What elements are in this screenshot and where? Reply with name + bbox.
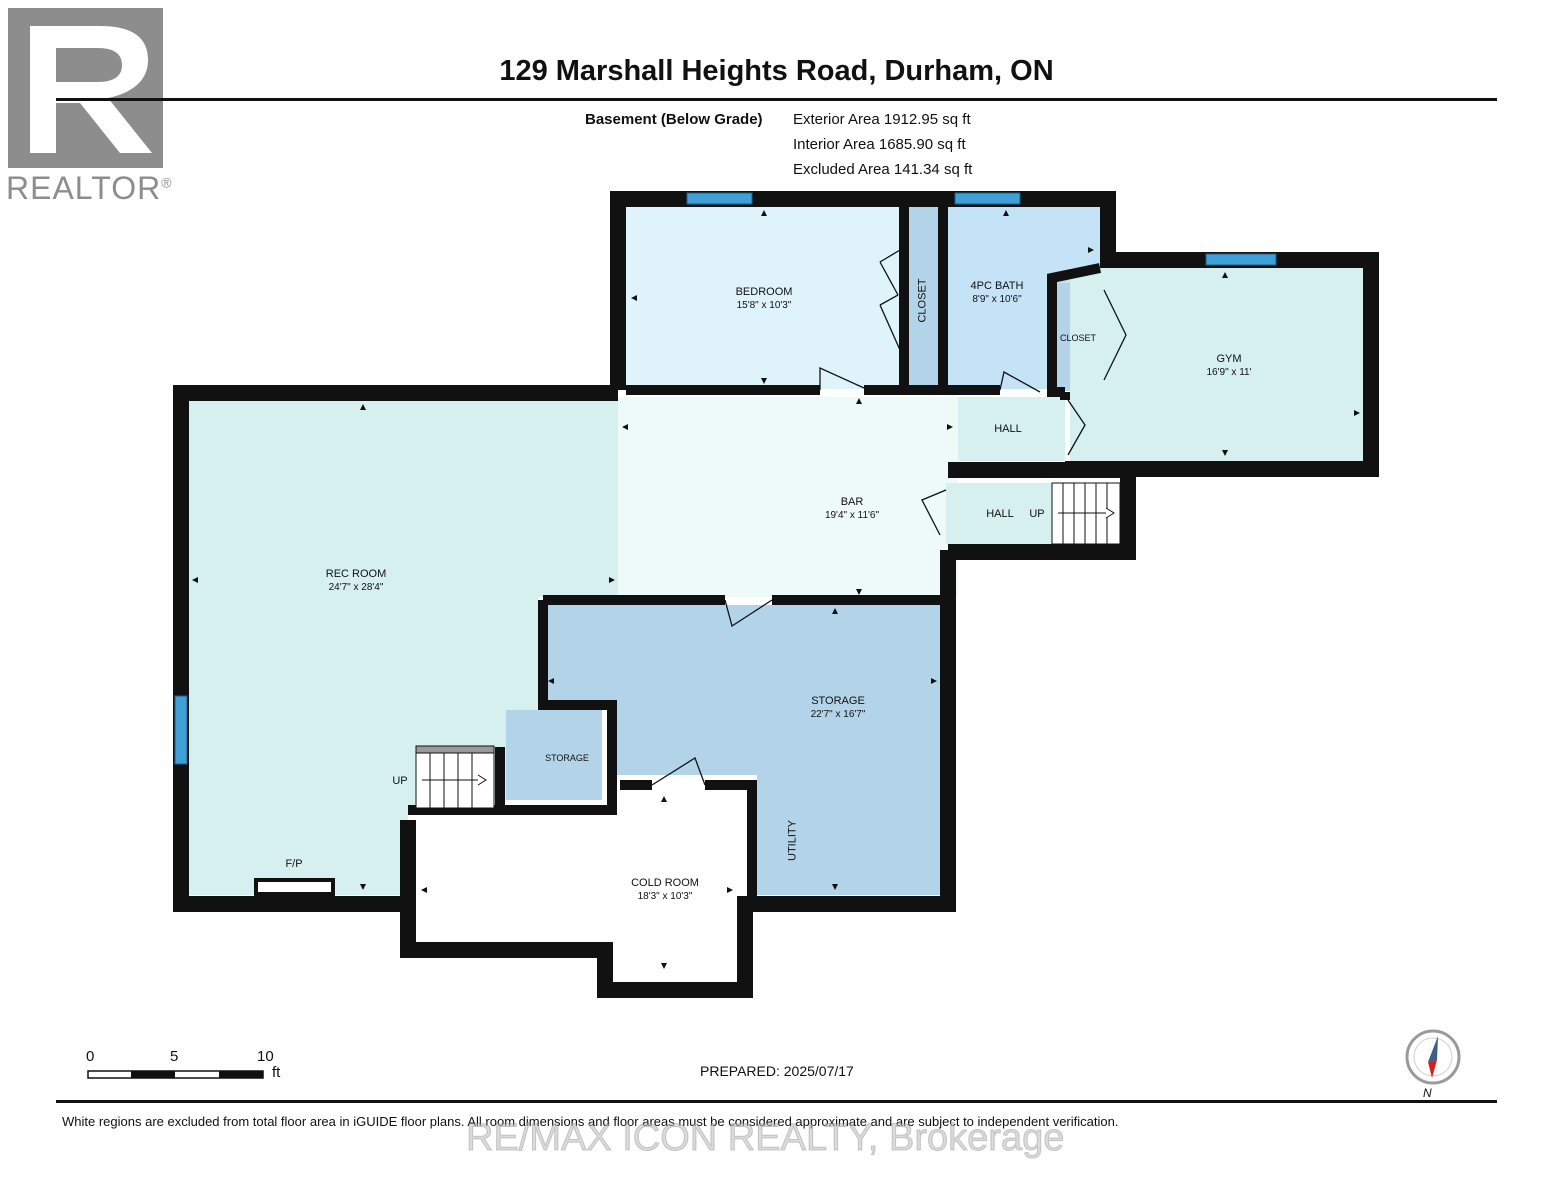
small-storage-fill (506, 710, 602, 807)
bedroom-fill (626, 207, 908, 389)
windows (174, 192, 1277, 765)
interior-area: Interior Area 1685.90 sq ft (793, 136, 966, 153)
scale-tick-10: 10 (257, 1048, 274, 1065)
cold-room-fill (418, 800, 738, 970)
brokerage-watermark: RE/MAX ICON REALTY, Brokerage (465, 1117, 1065, 1160)
stairs (415, 482, 1121, 809)
walls (173, 191, 1379, 998)
realtor-r-icon (30, 26, 152, 153)
scale-unit: ft (272, 1064, 281, 1081)
room-closet-2: CLOSET (1059, 333, 1096, 343)
storage-fill (548, 605, 940, 895)
scale-tick-0: 0 (86, 1048, 95, 1065)
disclaimer-text: White regions are excluded from total fl… (62, 1114, 1119, 1129)
exterior-area: Exterior Area 1912.95 sq ft (793, 111, 971, 128)
compass-icon (1405, 1029, 1461, 1085)
fireplace (254, 878, 335, 896)
footer-rule (56, 1100, 1497, 1103)
scale-tick-5: 5 (170, 1048, 179, 1065)
interior-walls (408, 207, 1102, 900)
gym-fill (1070, 268, 1363, 461)
compass-north-label: N (1423, 1086, 1432, 1100)
closet-fill (907, 207, 940, 389)
room-storage-small: STORAGE (545, 753, 589, 763)
room-hall-stairs: HALL (986, 508, 1014, 520)
doors (651, 249, 1127, 786)
prepared-date: PREPARED: 2025/07/17 (700, 1063, 854, 1079)
utility-label: UTILITY (786, 820, 799, 861)
fireplace-label: F/P (285, 858, 303, 870)
bar-fill (618, 397, 958, 597)
stairs-up-label: UP (1029, 508, 1045, 520)
stairs-up-label-2: UP (392, 775, 408, 787)
room-closet: CLOSET (916, 278, 929, 323)
property-address: 129 Marshall Heights Road, Durham, ON (499, 55, 1054, 87)
scale-bar (87, 1070, 264, 1079)
excluded-area: Excluded Area 141.34 sq ft (793, 161, 973, 178)
realtor-wordmark: REALTOR® (6, 170, 173, 206)
realtor-logo (8, 8, 163, 168)
hall1-fill (955, 397, 1065, 461)
level-label: Basement (Below Grade) (585, 111, 763, 128)
header-rule (56, 98, 1497, 101)
dimension-ticks (192, 210, 1360, 969)
room-hall-upper: HALL (994, 423, 1022, 435)
